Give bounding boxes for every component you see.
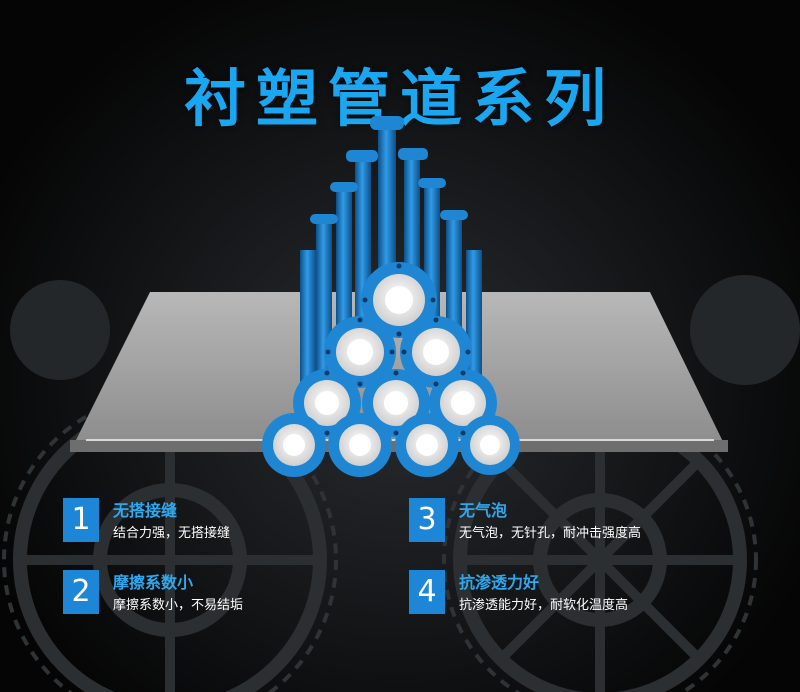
feature-title: 无搭接缝 — [113, 501, 178, 520]
feature-title: 摩擦系数小 — [113, 573, 194, 592]
feature-title: 抗渗透力好 — [459, 573, 540, 592]
feature-number-badge: 1 — [63, 498, 99, 542]
feature-3: 3 无气泡 无气泡，无针孔，耐冲击强度高 — [409, 498, 739, 548]
feature-number-badge: 2 — [63, 570, 99, 614]
feature-number-badge: 4 — [409, 570, 445, 614]
feature-description: 抗渗透能力好，耐软化温度高 — [459, 598, 629, 613]
lined-pipes-product-image — [70, 116, 728, 477]
feature-description: 摩擦系数小，不易结垢 — [113, 598, 244, 613]
feature-title: 无气泡 — [459, 501, 508, 520]
feature-2: 2 摩擦系数小 摩擦系数小，不易结垢 — [63, 570, 393, 620]
feature-4: 4 抗渗透力好 抗渗透能力好，耐软化温度高 — [409, 570, 739, 620]
feature-description: 结合力强，无搭接缝 — [113, 526, 231, 541]
feature-1: 1 无搭接缝 结合力强，无搭接缝 — [63, 498, 393, 548]
feature-description: 无气泡，无针孔，耐冲击强度高 — [459, 526, 642, 541]
feature-number-badge: 3 — [409, 498, 445, 542]
